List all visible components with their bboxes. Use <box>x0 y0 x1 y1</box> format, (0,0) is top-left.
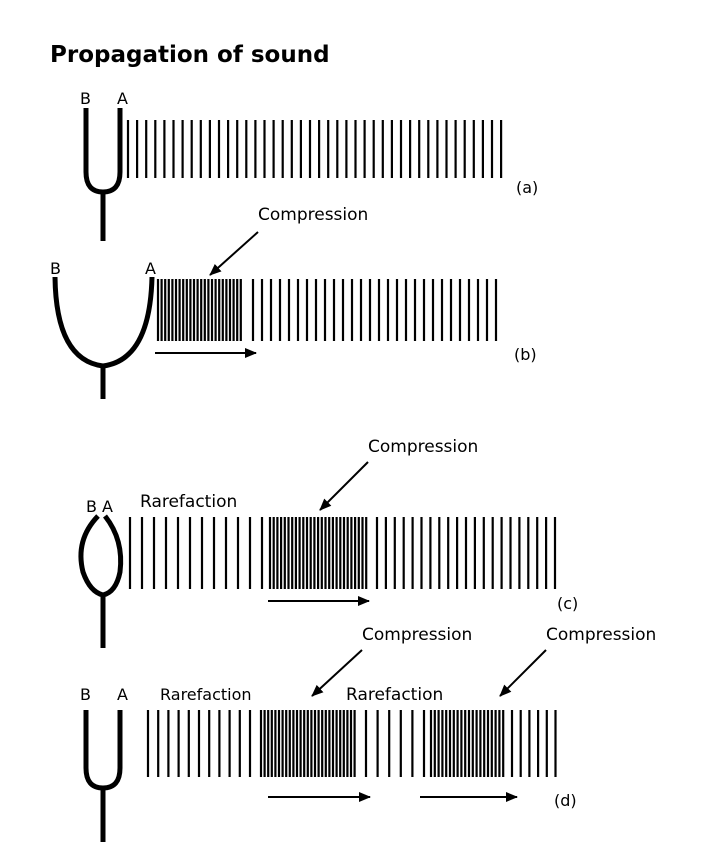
compression-pointer-arrow-1 <box>311 649 363 697</box>
prong-label-a: A <box>102 497 113 516</box>
compression-label-2: Compression <box>546 625 656 645</box>
compression-pointer-arrow-2 <box>499 649 547 697</box>
panel-a: B A (a) <box>80 89 538 241</box>
prong-label-b: B <box>80 89 91 108</box>
panel-label-a: (a) <box>516 178 538 197</box>
prong-label-a: A <box>117 89 128 108</box>
rarefaction-label-1: Rarefaction <box>160 685 252 704</box>
rarefaction-label: Rarefaction <box>140 492 237 512</box>
compression-label: Compression <box>258 205 368 225</box>
air-layers-b <box>156 279 498 341</box>
prong-label-a: A <box>117 685 128 704</box>
panel-d: B A Rarefaction Rarefaction Compression … <box>80 625 656 842</box>
compression-pointer-arrow <box>209 231 259 276</box>
tuning-fork-c <box>78 514 124 648</box>
tuning-fork-a <box>83 108 123 241</box>
panel-c: B A Rarefaction Compression (c) <box>78 437 578 648</box>
panel-label-c: (c) <box>557 594 578 613</box>
prong-label-b: B <box>80 685 91 704</box>
prong-label-b: B <box>50 259 61 278</box>
tuning-fork-b <box>52 276 155 399</box>
air-layers-a <box>126 120 503 178</box>
panel-label-d: (d) <box>554 791 577 810</box>
diagram-title: Propagation of sound <box>50 42 330 68</box>
compression-pointer-arrow <box>319 461 369 511</box>
prong-label-a: A <box>145 259 156 278</box>
air-layers-d <box>146 710 557 777</box>
compression-label: Compression <box>368 437 478 457</box>
panel-b: B A Compression (b) <box>50 205 537 399</box>
tuning-fork-d <box>83 710 123 842</box>
rarefaction-label-2: Rarefaction <box>346 685 443 705</box>
prong-label-b: B <box>86 497 97 516</box>
compression-label-1: Compression <box>362 625 472 645</box>
panel-label-b: (b) <box>514 345 537 364</box>
air-layers-c <box>128 517 557 589</box>
